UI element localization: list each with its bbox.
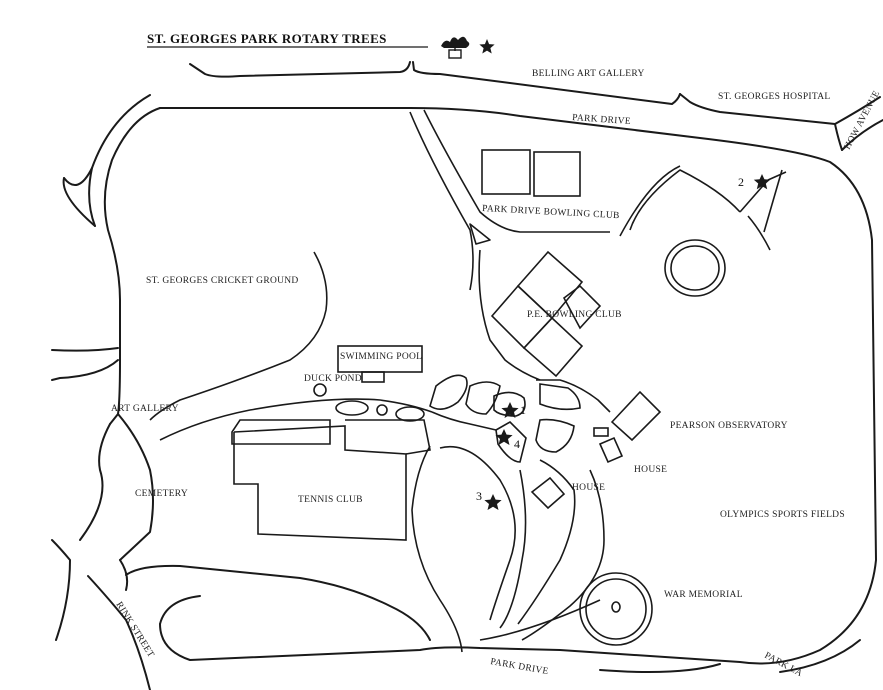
pearson-observatory-building xyxy=(593,390,662,464)
marker-2[interactable]: 2 xyxy=(738,174,771,190)
park-drive-bowling-greens xyxy=(481,149,581,197)
map-title: ST. GEORGES PARK ROTARY TREES xyxy=(147,31,387,46)
label-war-memorial: WAR MEMORIAL xyxy=(664,590,743,600)
park-drive-ring xyxy=(62,94,877,665)
tennis-club-block xyxy=(231,419,431,541)
label-park-drive-top: PARK DRIVE xyxy=(572,113,631,127)
star-icon xyxy=(484,494,502,510)
label-howe-avenue: HOW AVENUE xyxy=(843,89,882,151)
label-cemetery: CEMETERY xyxy=(135,489,188,499)
house-building xyxy=(530,476,566,510)
label-art-gallery: ART GALLERY xyxy=(111,404,179,414)
bottom-roads xyxy=(125,564,861,673)
marker-number: 3 xyxy=(476,489,482,503)
marker-4[interactable]: 4 xyxy=(495,429,520,451)
label-olympics-sports-fields: OLYMPICS SPORTS FIELDS xyxy=(720,510,845,520)
marker-3[interactable]: 3 xyxy=(476,489,502,510)
label-park-lane: PARK LA xyxy=(763,651,804,679)
label-duck-pond: DUCK POND xyxy=(304,374,362,384)
label-park-drive-bowling-club: PARK DRIVE BOWLING CLUB xyxy=(482,204,620,221)
label-pearson-observatory: PEARSON OBSERVATORY xyxy=(670,421,788,431)
label-park-drive-bottom: PARK DRIVE xyxy=(489,657,549,677)
label-rink-street: RINK STREET xyxy=(113,600,155,659)
label-pe-bowling-club: P.E. BOWLING CLUB xyxy=(527,310,622,320)
label-tennis-club: TENNIS CLUB xyxy=(298,495,363,505)
label-house-right: HOUSE xyxy=(634,465,667,475)
duck-pond xyxy=(313,383,327,397)
label-cricket-ground: ST. GEORGES CRICKET GROUND xyxy=(146,276,299,286)
southern-paths xyxy=(411,445,605,653)
label-swimming-pool: SWIMMING POOL xyxy=(340,352,422,362)
label-st-georges-hospital: ST. GEORGES HOSPITAL xyxy=(718,92,830,102)
marker-number: 2 xyxy=(738,175,744,189)
marker-number: 1 xyxy=(520,403,526,417)
cricket-ground-paths xyxy=(149,109,610,421)
label-house-center: HOUSE xyxy=(572,483,605,493)
star-icon xyxy=(479,39,495,54)
swimming-pool xyxy=(337,345,423,383)
top-roads xyxy=(189,61,883,151)
star-icon xyxy=(753,174,771,190)
label-belling-art-gallery: BELLING ART GALLERY xyxy=(532,69,645,79)
marker-number: 4 xyxy=(514,437,520,451)
central-path-network xyxy=(159,374,611,463)
right-upper-features xyxy=(619,165,787,297)
war-memorial xyxy=(579,572,653,646)
pe-bowling-greens xyxy=(490,250,602,378)
potted-tree-icon xyxy=(441,36,470,59)
star-icon xyxy=(501,402,519,418)
marker-1[interactable]: 1 xyxy=(501,402,526,418)
star-icon xyxy=(495,429,513,445)
